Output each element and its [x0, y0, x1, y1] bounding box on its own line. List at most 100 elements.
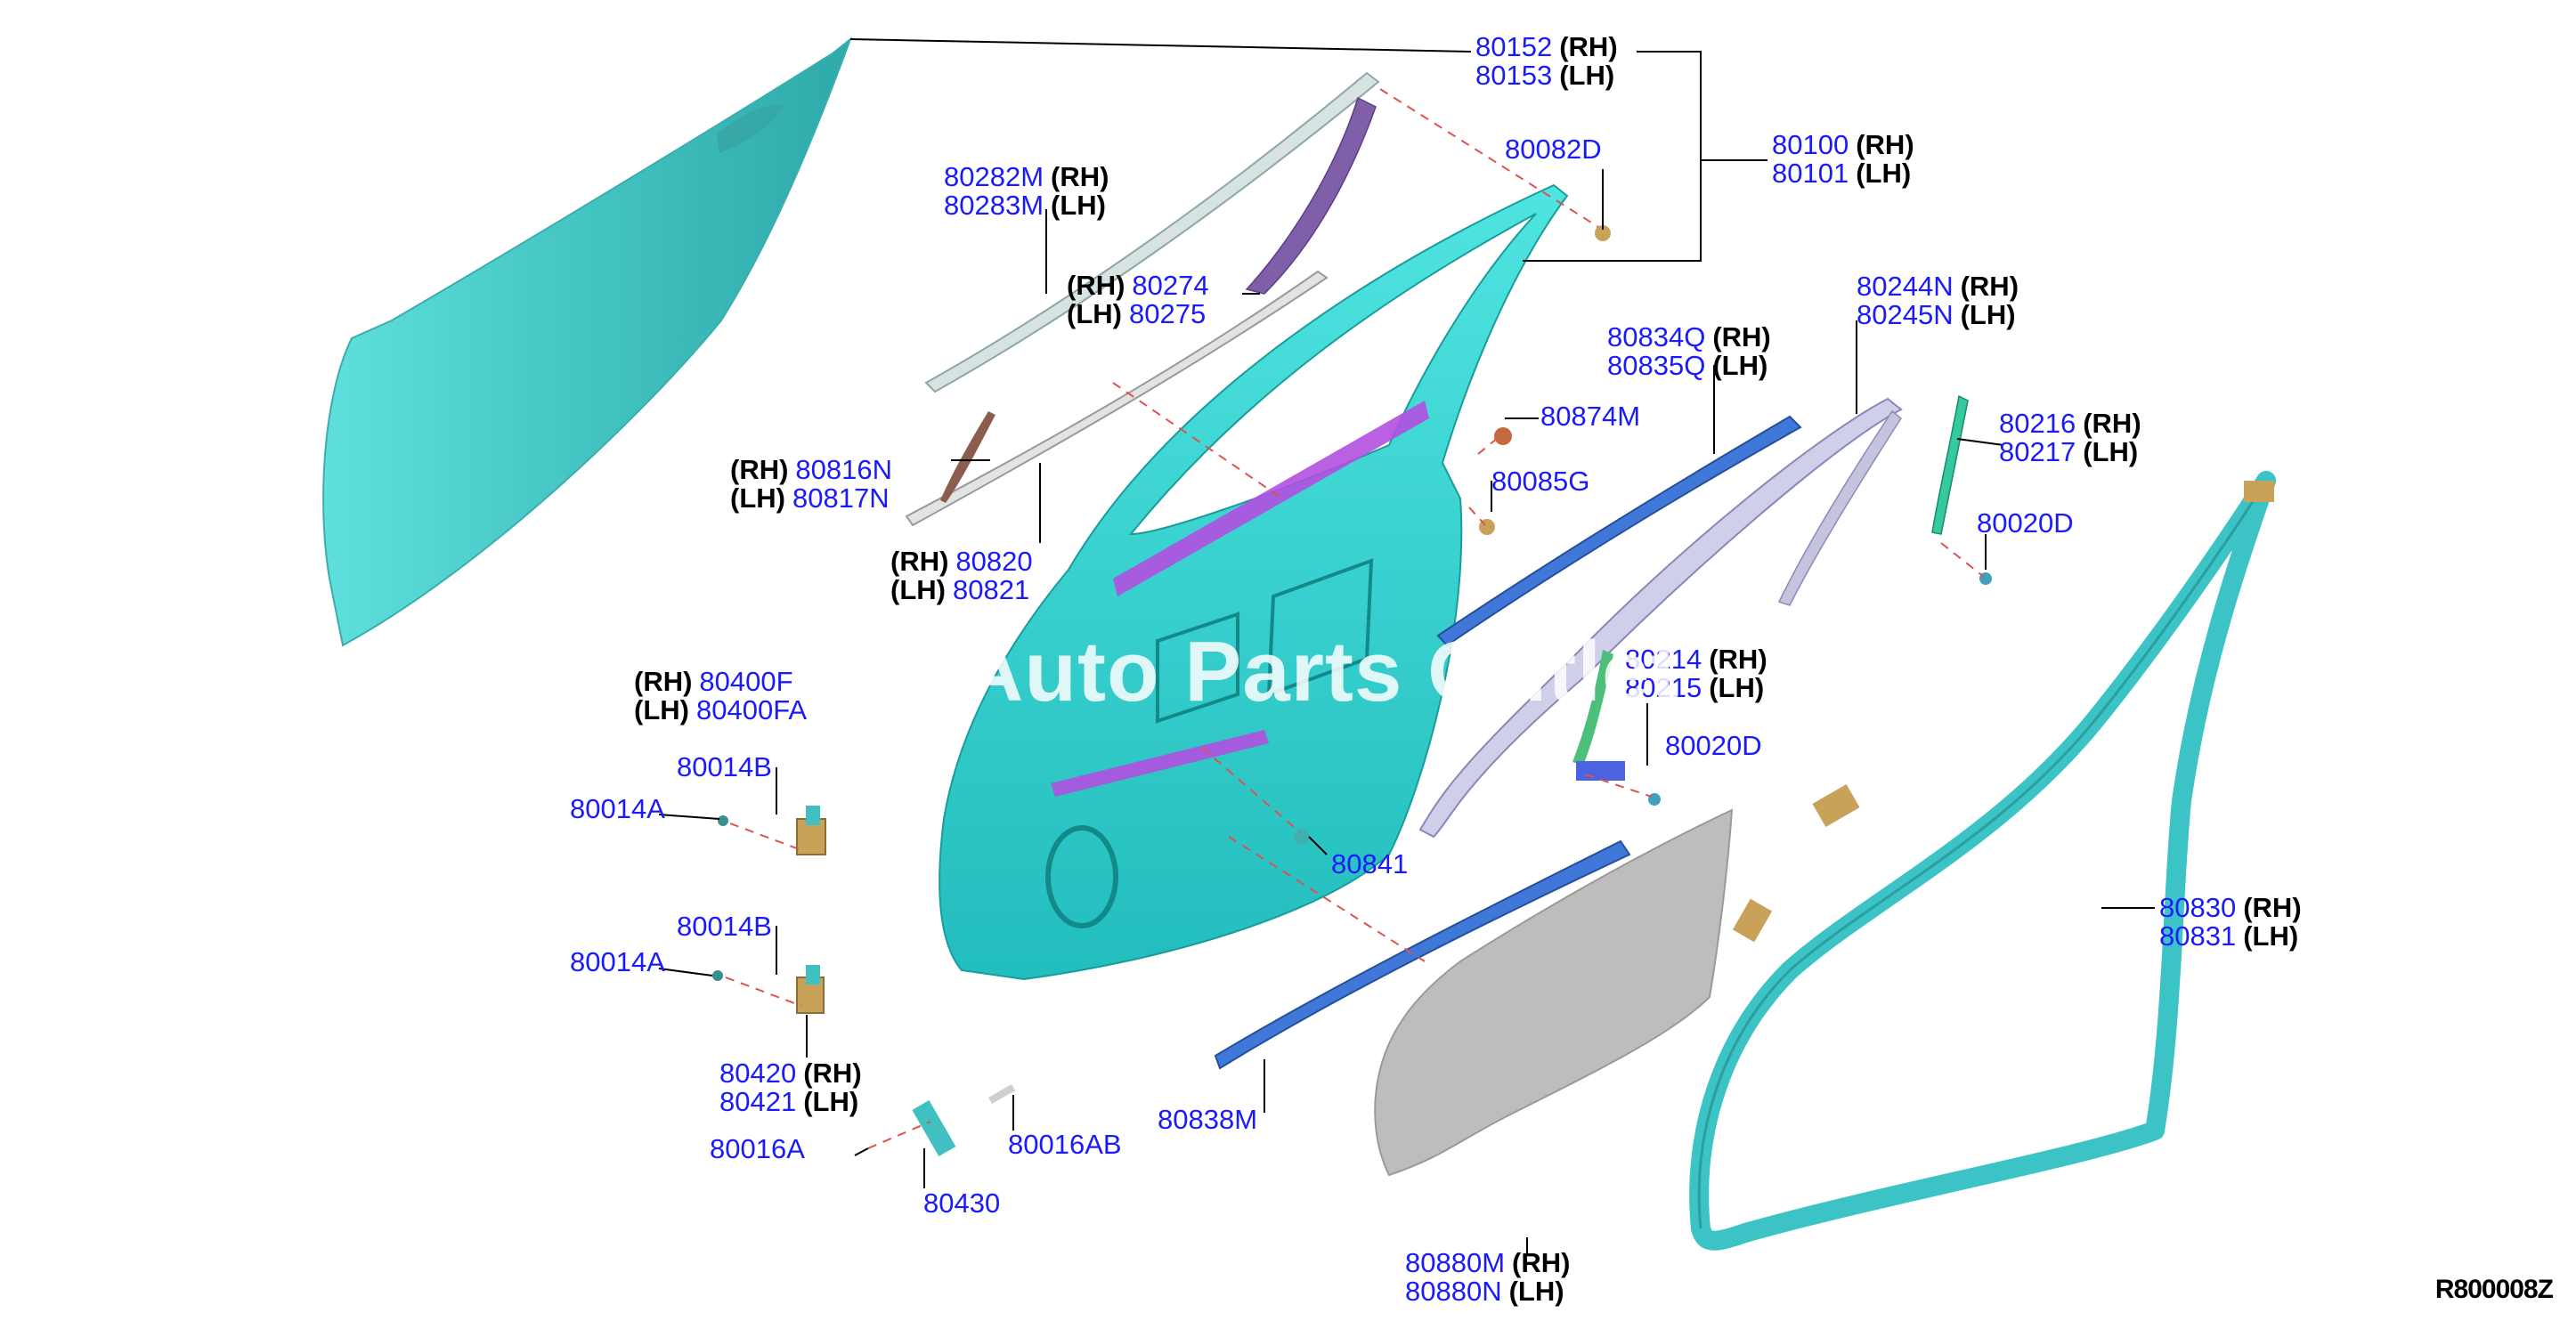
side-tag: (LH) [1960, 299, 2016, 330]
part-number: 80834Q [1607, 321, 1706, 353]
part-number: 80821 [952, 574, 1030, 605]
division-channel [1777, 409, 1902, 606]
door-trim-panel [1374, 808, 1734, 1177]
label-80014B-lower: 80014B [677, 912, 772, 941]
side-tag: (RH) [890, 546, 949, 577]
label-80152: 80152(RH) [1475, 33, 1618, 61]
part-number: 80282M [944, 161, 1044, 192]
inner-frame-detail-1 [1156, 612, 1239, 724]
part-number: 80216 [1999, 408, 2076, 439]
watermark-text: Auto Parts Outlet [962, 624, 1680, 719]
label-80841: 80841 [1331, 850, 1408, 879]
part-number: 80153 [1475, 60, 1553, 91]
side-tag: (LH) [1559, 60, 1615, 91]
label-80400-lh: (LH)80400FA [634, 696, 807, 725]
part-number: 80016AB [1008, 1129, 1122, 1160]
side-tag: (LH) [1709, 672, 1765, 703]
label-80020D-upper: 80020D [1977, 509, 2074, 538]
side-tag: (RH) [1051, 161, 1109, 192]
side-tag: (LH) [1712, 350, 1768, 381]
part-number: 80820 [955, 546, 1033, 577]
clip-80020D-lower [1648, 793, 1661, 806]
inner-door-frame [939, 183, 1569, 981]
label-80874M: 80874M [1540, 402, 1640, 431]
side-tag: (LH) [730, 482, 785, 514]
part-number: 80085G [1491, 466, 1590, 497]
part-number: 80100 [1772, 129, 1849, 160]
part-number: 80880M [1405, 1247, 1506, 1278]
side-tag: (RH) [1512, 1247, 1571, 1278]
label-80283M: 80283M(LH) [944, 191, 1106, 220]
label-80880N: 80880N(LH) [1405, 1277, 1564, 1306]
part-number: 80838M [1158, 1104, 1258, 1135]
door-sill-moulding [1214, 839, 1631, 1070]
label-80400-rh: (RH)80400F [634, 668, 793, 696]
belt-moulding-outer [905, 270, 1329, 527]
alignment-dashes [725, 88, 1985, 1149]
label-80016AB: 80016AB [1008, 1131, 1122, 1159]
label-80821: (LH)80821 [890, 576, 1029, 604]
part-number: 80014B [677, 911, 772, 942]
label-80420: 80420(RH) [719, 1059, 862, 1088]
side-tag: (RH) [2243, 892, 2302, 923]
part-number: 80421 [719, 1086, 797, 1117]
label-80274: (RH)80274 [1067, 271, 1209, 300]
weatherstrip-tan-joint-3 [2244, 481, 2274, 502]
door-weatherstrip-inner-edge [1697, 480, 2268, 1229]
part-number: 80841 [1331, 848, 1409, 879]
part-number: 80217 [1999, 436, 2076, 467]
label-80016A: 80016A [710, 1135, 805, 1163]
inner-frame-detail-2 [1266, 558, 1374, 697]
label-80244N: 80244N(RH) [1857, 272, 2019, 301]
part-number: 80014A [570, 946, 665, 977]
weatherstrip-tan-joint-1 [1812, 784, 1860, 827]
side-tag: (LH) [1508, 1276, 1564, 1307]
part-number: 80430 [923, 1187, 1001, 1219]
part-number: 80874M [1540, 401, 1641, 432]
label-80216: 80216(RH) [1999, 409, 2141, 438]
part-number: 80283M [944, 190, 1044, 221]
side-tag: (LH) [890, 574, 946, 605]
side-tag: (LH) [1856, 158, 1912, 189]
corner-moulding [940, 411, 995, 503]
part-number: 80400F [699, 666, 793, 697]
label-80880M: 80880M(RH) [1405, 1249, 1570, 1277]
label-80153: 80153(LH) [1475, 61, 1614, 90]
lower-hinge [712, 965, 825, 1014]
clip-80082D [1595, 225, 1611, 241]
label-80421: 80421(LH) [719, 1088, 858, 1116]
side-tag: (RH) [2083, 408, 2141, 439]
part-number: 80835Q [1607, 350, 1706, 381]
rear-sash-garnish [1418, 397, 1903, 839]
part-number: 80101 [1772, 158, 1849, 189]
door-stopper-clip-80874M [1494, 427, 1512, 445]
outer-door-panel [322, 36, 853, 647]
side-tag: (LH) [2243, 920, 2299, 952]
part-number: 80014A [570, 793, 665, 824]
glass-run-seal [1572, 650, 1613, 766]
label-80101: 80101(LH) [1772, 159, 1911, 188]
side-tag: (RH) [1856, 129, 1914, 160]
label-80835Q: 80835Q(LH) [1607, 352, 1767, 380]
part-number: 80420 [719, 1058, 797, 1089]
side-tag: (RH) [1067, 270, 1125, 301]
part-number: 80880N [1405, 1276, 1502, 1307]
label-80215: 80215(LH) [1625, 674, 1764, 702]
label-80014A-lower: 80014A [570, 948, 665, 977]
label-80085G: 80085G [1491, 467, 1589, 496]
side-tag: (RH) [1712, 321, 1771, 353]
part-number: 80016A [710, 1133, 805, 1164]
part-number: 80817N [792, 482, 890, 514]
inner-frame-purple-rail [1113, 401, 1429, 596]
door-sash-trim [1245, 96, 1377, 295]
label-80020D-lower: 80020D [1665, 732, 1762, 760]
door-check-link [912, 1084, 1015, 1156]
belt-weatherstrip-inner [1436, 415, 1802, 647]
side-tag: (RH) [634, 666, 693, 697]
label-80275: (LH)80275 [1067, 300, 1206, 328]
weatherstrip-tan-joint-2 [1732, 898, 1773, 943]
part-number: 80831 [2159, 920, 2237, 952]
inner-door-window-opening [1128, 213, 1537, 536]
part-number: 80214 [1625, 644, 1702, 675]
